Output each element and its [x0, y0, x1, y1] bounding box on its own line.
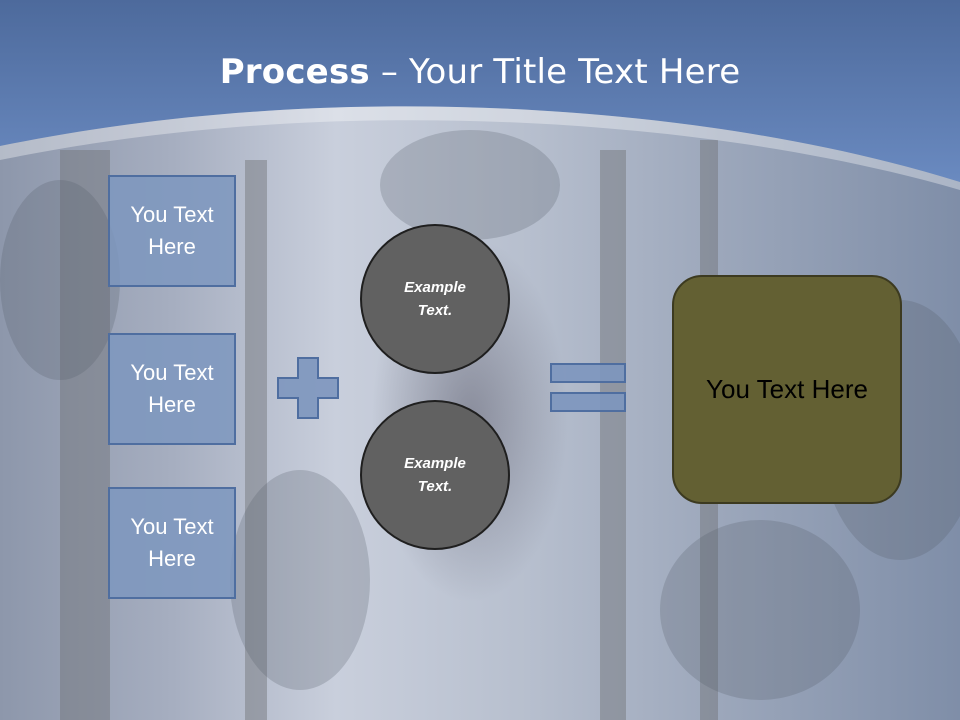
equals-bar-bottom	[550, 392, 626, 412]
title-rest: – Your Title Text Here	[369, 52, 741, 92]
title-bold: Process	[219, 52, 370, 92]
page-title: Process – Your Title Text Here	[0, 52, 960, 92]
input-box-2[interactable]: You Text Here	[108, 333, 236, 445]
example-circle-1[interactable]: Example Text.	[360, 224, 510, 374]
result-box[interactable]: You Text Here	[672, 275, 902, 504]
example-circle-2[interactable]: Example Text.	[360, 400, 510, 550]
input-box-label: You Text Here	[130, 514, 214, 571]
input-box-3[interactable]: You Text Here	[108, 487, 236, 599]
input-box-label: You Text Here	[130, 202, 214, 259]
input-box-label: You Text Here	[130, 360, 214, 417]
result-label: You Text Here	[706, 374, 868, 404]
equals-bar-top	[550, 363, 626, 383]
circle-label: Example Text.	[404, 455, 466, 495]
plus-icon	[277, 357, 339, 419]
header-band: Process – Your Title Text Here	[0, 0, 960, 190]
input-box-1[interactable]: You Text Here	[108, 175, 236, 287]
circle-label: Example Text.	[404, 279, 466, 319]
